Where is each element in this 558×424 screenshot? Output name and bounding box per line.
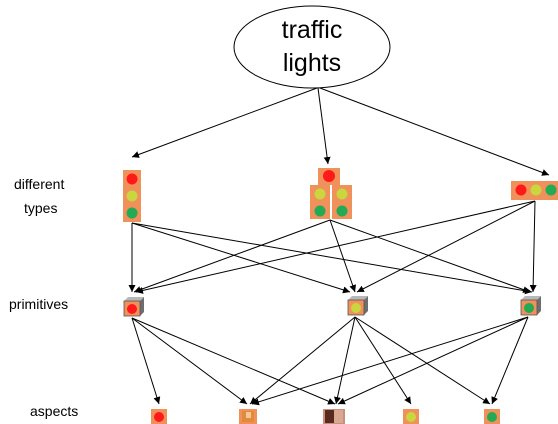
box-top bbox=[348, 296, 368, 300]
red-lamp bbox=[127, 304, 137, 314]
edge-arrow bbox=[356, 200, 536, 293]
edge-arrow bbox=[131, 87, 318, 158]
edge-arrow bbox=[329, 219, 531, 293]
type-vertical-light bbox=[123, 170, 141, 222]
blurred-lamp bbox=[334, 410, 343, 423]
green-lamp bbox=[126, 207, 138, 219]
left-yellow-lamp bbox=[314, 188, 326, 200]
green-lamp bbox=[487, 412, 497, 422]
right-green-lamp bbox=[336, 205, 348, 217]
primitive-green bbox=[520, 296, 541, 316]
edge-arrow bbox=[131, 317, 161, 405]
root-node: traffic lights bbox=[233, 5, 391, 89]
left-green-lamp bbox=[314, 205, 326, 217]
edge-arrow bbox=[131, 222, 351, 294]
yellow-lamp bbox=[406, 412, 416, 422]
box-side bbox=[364, 296, 368, 315]
yellow-lamp bbox=[126, 190, 138, 202]
green-lamp bbox=[545, 184, 557, 196]
primitive-yellow bbox=[347, 296, 368, 316]
aspect-green bbox=[484, 409, 500, 424]
edge-arrow bbox=[135, 200, 536, 294]
row-label-aspects: aspects bbox=[30, 403, 79, 419]
row-label-types-line2: types bbox=[24, 200, 58, 216]
edge-arrow bbox=[249, 316, 356, 405]
row-label-types-line1: different bbox=[14, 176, 65, 192]
edge-arrow bbox=[131, 222, 533, 295]
edge-arrow bbox=[334, 316, 356, 405]
edge-arrow bbox=[131, 317, 336, 405]
box-side bbox=[537, 296, 541, 315]
edge-arrow bbox=[319, 87, 550, 176]
primitive-red bbox=[123, 297, 144, 317]
dark-lamp bbox=[325, 410, 335, 423]
red-lamp bbox=[126, 173, 138, 185]
aspect-yellow bbox=[403, 409, 419, 424]
green-lamp bbox=[524, 303, 534, 313]
red-lamp bbox=[323, 170, 335, 182]
edge-arrow bbox=[317, 87, 331, 165]
row-label-primitives: primitives bbox=[9, 296, 69, 312]
aspect-flashing bbox=[323, 409, 345, 424]
red-lamp bbox=[154, 412, 164, 422]
edge-arrow bbox=[354, 316, 491, 405]
aspect-red bbox=[151, 409, 167, 424]
root-ellipse bbox=[233, 5, 391, 89]
edge-arrow bbox=[529, 200, 537, 293]
box-side bbox=[140, 297, 144, 316]
root-title-line2: lights bbox=[283, 49, 341, 77]
edges bbox=[128, 87, 550, 406]
blurred-lamp-highlight bbox=[246, 412, 251, 418]
red-lamp bbox=[515, 184, 527, 196]
edge-arrow bbox=[337, 316, 529, 405]
type-horizontal-light bbox=[511, 181, 558, 200]
edge-arrow bbox=[329, 219, 357, 293]
box-top bbox=[521, 296, 541, 300]
edge-arrow bbox=[251, 316, 529, 406]
edge-arrow bbox=[133, 219, 331, 293]
edge-arrow bbox=[491, 316, 529, 405]
edge-arrow bbox=[354, 316, 412, 405]
aspect-red-yellow bbox=[239, 409, 257, 424]
edge-arrow bbox=[131, 317, 248, 405]
yellow-lamp bbox=[530, 184, 542, 196]
root-title-line1: traffic bbox=[282, 16, 343, 44]
type-double-light bbox=[310, 168, 352, 219]
box-top bbox=[124, 297, 144, 301]
right-yellow-lamp bbox=[336, 188, 348, 200]
yellow-lamp bbox=[351, 303, 361, 313]
